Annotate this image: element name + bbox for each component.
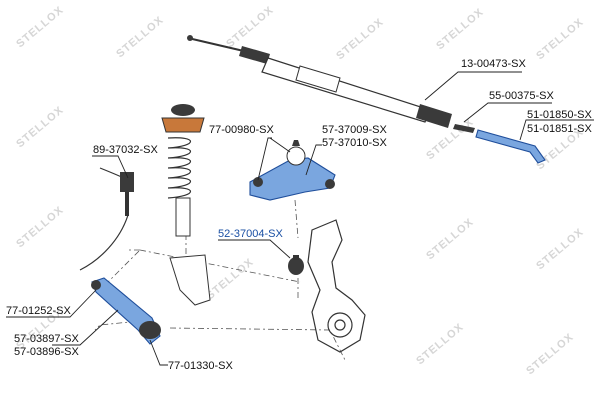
label-upper-arm-1[interactable]: 57-37009-SX	[322, 124, 387, 136]
leader-ball-joint	[218, 239, 291, 259]
watermark-text: STELLOX	[14, 204, 66, 250]
ball-joint-stud	[293, 255, 299, 260]
tie-rod-boot	[453, 124, 475, 133]
rack-pinion	[295, 65, 341, 93]
steering-knuckle	[307, 219, 366, 353]
lower-bushing-rear	[139, 321, 161, 339]
part-labels: 13-00473-SX 55-00375-SX 51-01850-SX 51-0…	[6, 58, 592, 372]
label-lower-arm-2[interactable]: 57-03896-SX	[14, 346, 79, 358]
label-tie-rod-end-1[interactable]: 51-01850-SX	[527, 109, 592, 121]
watermark-text: STELLOX	[14, 104, 66, 150]
watermark-text: STELLOX	[224, 4, 276, 50]
rack-boot-right	[416, 104, 452, 128]
leader-lower-arm	[52, 309, 119, 346]
upper-bushing-right	[325, 179, 335, 189]
label-upper-arm-2[interactable]: 57-37010-SX	[322, 137, 387, 149]
label-stabilizer[interactable]: 89-37032-SX	[93, 144, 158, 156]
rack-boot-left	[239, 46, 270, 64]
stabilizer-link	[79, 167, 134, 271]
tie-rod-end	[475, 129, 546, 164]
label-upper-bushing[interactable]: 77-00980-SX	[209, 124, 274, 136]
leader-lines	[6, 71, 594, 366]
strut-mount-top	[171, 104, 195, 116]
leader-rack	[424, 71, 522, 101]
knuckle-hub	[327, 312, 353, 338]
upper-ball-joint	[286, 146, 306, 166]
lower-ball-joint	[288, 255, 304, 275]
tie-rod-left-end	[187, 35, 193, 41]
coil-spring-path	[167, 137, 191, 199]
tie-rod-left	[187, 37, 249, 53]
strut-mount	[161, 117, 205, 133]
watermark-text: STELLOX	[434, 6, 486, 52]
watermark-text: STELLOX	[114, 14, 166, 60]
knuckle-hub-center	[334, 319, 346, 331]
rack-housing	[261, 57, 431, 123]
strut-bracket	[169, 254, 211, 306]
watermark-text: STELLOX	[424, 216, 476, 262]
assembly-line	[294, 199, 299, 239]
assembly-line	[128, 249, 301, 283]
watermark-text: STELLOX	[14, 4, 66, 50]
steering-rack	[187, 35, 452, 128]
label-tie-rod-boot[interactable]: 55-00375-SX	[489, 90, 554, 102]
strut-assembly	[161, 104, 211, 306]
upper-control-arm	[249, 140, 336, 201]
leader-tie-rod-boot	[463, 102, 552, 123]
watermark-text: STELLOX	[534, 226, 586, 272]
watermark-text: STELLOX	[414, 321, 466, 367]
damper-body	[175, 197, 191, 237]
leader-lower-bushing-front	[6, 289, 97, 318]
tie-rod-right	[453, 124, 546, 164]
watermark-text: STELLOX	[534, 16, 586, 62]
ball-joint-body	[288, 257, 304, 275]
label-lower-bushing-front[interactable]: 77-01252-SX	[6, 305, 71, 317]
lower-bushing-front	[91, 280, 101, 290]
leader-stabilizer	[92, 155, 129, 179]
leader-tie-rod-end	[519, 119, 594, 141]
upper-ball-joint-stud	[292, 140, 300, 146]
watermark-text: STELLOX	[204, 256, 256, 302]
label-tie-rod-end-2[interactable]: 51-01851-SX	[527, 123, 592, 135]
assembly-line	[169, 327, 346, 361]
lower-control-arm	[91, 277, 161, 345]
stabilizer-rod	[125, 192, 129, 216]
label-rack[interactable]: 13-00473-SX	[461, 58, 526, 70]
upper-bushing-left	[253, 177, 263, 187]
leader-upper-bushing-right	[269, 137, 291, 153]
assembly-line	[104, 249, 141, 286]
watermark-text: STELLOX	[524, 331, 576, 377]
watermark-text: STELLOX	[334, 16, 386, 62]
label-lower-arm-1[interactable]: 57-03897-SX	[14, 333, 79, 345]
label-ball-joint[interactable]: 52-37004-SX	[218, 228, 283, 240]
coil-spring	[167, 137, 191, 199]
leader-lower-bushing-rear	[149, 339, 168, 366]
label-lower-bushing-rear[interactable]: 77-01330-SX	[168, 360, 233, 372]
stabilizer-bushing	[120, 172, 134, 192]
leader-upper-arm	[305, 144, 322, 176]
knuckle-outline	[307, 219, 366, 353]
